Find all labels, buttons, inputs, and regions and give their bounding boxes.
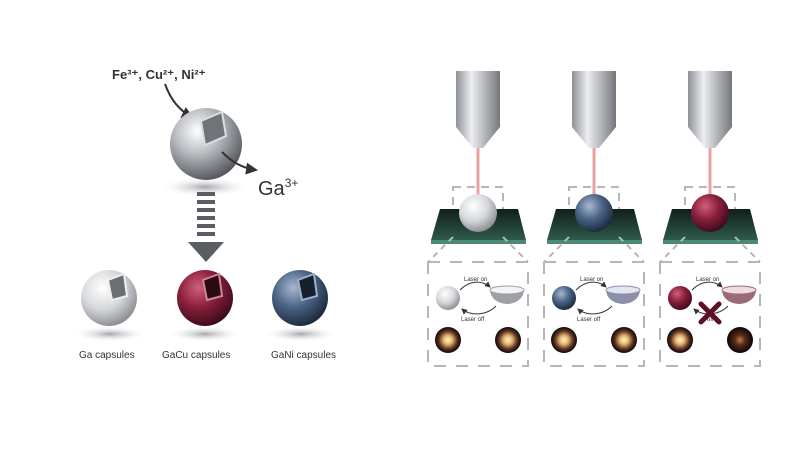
laser-on-arrow <box>459 281 491 291</box>
detail-capsule <box>552 286 576 310</box>
micrograph-after <box>611 327 637 353</box>
zoom-lines <box>427 236 529 263</box>
laser-off-label: Laser off <box>461 317 485 323</box>
glass-edge <box>663 240 758 244</box>
laser-off-label: off <box>707 317 714 323</box>
laser-beam <box>708 148 712 198</box>
center-sphere-shadow <box>159 177 251 197</box>
nozzle-body <box>456 71 500 127</box>
micrograph-after <box>495 327 521 353</box>
laser-on-arrow <box>691 281 723 291</box>
micrograph-before <box>551 327 577 353</box>
nozzle-body <box>688 71 732 127</box>
synthesis-section: Fe³⁺, Cu²⁺, Ni²⁺ Ga3+ Ga capsules <box>72 67 339 361</box>
laser-off-arrow <box>577 305 613 315</box>
nozzle-tip <box>572 127 616 148</box>
gacu-capsule-label: GaCu capsules <box>162 350 230 361</box>
capsule-on-slide <box>575 194 613 232</box>
laser-beam <box>592 148 596 198</box>
ions-arrow <box>164 83 194 118</box>
detail-box <box>659 261 761 367</box>
ga-arrow <box>221 151 258 175</box>
ga-ion-label: Ga3+ <box>258 176 298 200</box>
laser-on-label: Laser on <box>580 277 603 283</box>
detail-box <box>427 261 529 367</box>
capsule-on-slide <box>691 194 729 232</box>
laser-beam <box>476 148 480 198</box>
laser-on-label: Laser on <box>696 277 719 283</box>
glass-edge <box>431 240 526 244</box>
hollow-shell-rim <box>605 285 641 295</box>
laser-on-label: Laser on <box>464 277 487 283</box>
gani-capsule <box>263 270 339 342</box>
laser-panel-1: Laser on Laser off <box>427 71 529 367</box>
nozzle-tip <box>688 127 732 148</box>
zoom-lines <box>543 236 645 263</box>
hollow-shell-rim <box>489 285 525 295</box>
ga-capsule <box>72 270 148 342</box>
ions-label: Fe³⁺, Cu²⁺, Ni²⁺ <box>112 67 206 82</box>
cross-mark-icon <box>698 301 722 325</box>
detail-box <box>543 261 645 367</box>
micrograph-after <box>727 327 753 353</box>
nozzle-body <box>572 71 616 127</box>
detail-capsule <box>668 286 692 310</box>
hollow-shell-rim <box>721 285 757 295</box>
laser-panel-3: Laser on off <box>659 71 761 367</box>
capsule-on-slide <box>459 194 497 232</box>
laser-panel-2: Laser on Laser off <box>543 71 645 367</box>
glass-edge <box>547 240 642 244</box>
micrograph-before <box>667 327 693 353</box>
laser-on-arrow <box>575 281 607 291</box>
laser-off-arrow <box>461 305 497 315</box>
ga-capsule-label: Ga capsules <box>79 350 135 361</box>
center-sphere-cutout <box>199 110 228 147</box>
micrograph-before <box>435 327 461 353</box>
detail-capsule <box>436 286 460 310</box>
gacu-capsule <box>167 270 243 342</box>
gani-capsule-label: GaNi capsules <box>271 350 336 361</box>
zoom-lines <box>659 236 761 263</box>
down-arrow <box>188 192 224 262</box>
nozzle-tip <box>456 127 500 148</box>
laser-off-label: Laser off <box>577 317 601 323</box>
